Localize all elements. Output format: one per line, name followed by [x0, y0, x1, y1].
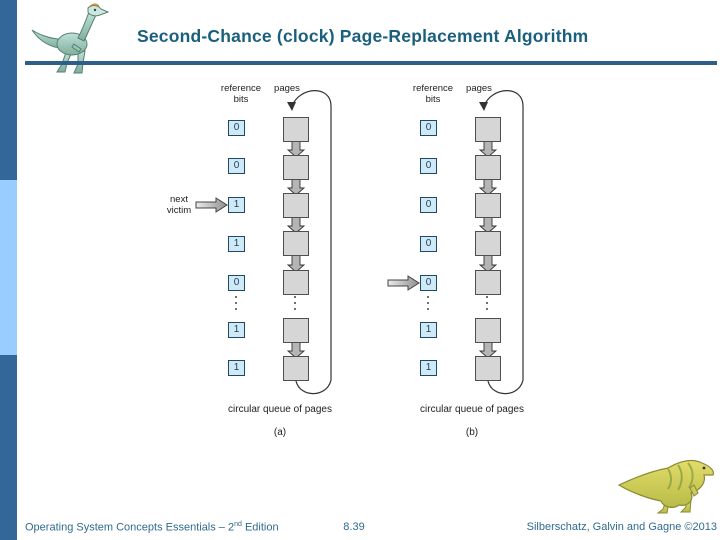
- reference-bit-box-b-7: 1: [420, 360, 437, 376]
- reference-bit-box-b-1: 0: [420, 120, 437, 136]
- page-frame-box-a-3: [283, 193, 309, 218]
- reference-bit-box-a-7: 1: [228, 360, 245, 376]
- diagram-sublabel: (b): [465, 427, 479, 438]
- page-frame-box-a-5: [283, 270, 309, 295]
- page-frame-box-a-4: [283, 231, 309, 256]
- page-frame-box-b-5: [475, 270, 501, 295]
- reference-bit-box-a-2: 0: [228, 158, 245, 174]
- circular-queue-caption: circular queue of pages: [228, 404, 332, 415]
- diagram-sublabel: (a): [273, 427, 287, 438]
- ellipsis-dots: [235, 296, 237, 310]
- footer-edition-tail: Edition: [241, 521, 279, 534]
- reference-bit-box-a-5: 0: [228, 275, 245, 291]
- dinosaur-logo-bottom-icon: [617, 455, 720, 515]
- reference-bit-box-b-3: 0: [420, 197, 437, 213]
- ellipsis-dots: [486, 296, 488, 310]
- circular-queue-arrows: [286, 90, 332, 395]
- page-frame-box-a-6: [283, 318, 309, 343]
- title-underline: [25, 61, 717, 65]
- reference-bit-box-b-6: 1: [420, 322, 437, 338]
- page-frame-box-b-7: [475, 356, 501, 381]
- ellipsis-dots: [294, 296, 296, 310]
- reference-bit-box-b-2: 0: [420, 158, 437, 174]
- accent-bar-middle: [0, 180, 17, 355]
- accent-bar-bottom: [0, 355, 17, 540]
- page-number: 8.39: [343, 521, 365, 533]
- pages-label: pages: [274, 83, 300, 94]
- page-frame-box-a-7: [283, 356, 309, 381]
- page-frame-box-b-3: [475, 193, 501, 218]
- next-victim-arrow-icon: [387, 275, 420, 291]
- reference-bit-box-a-4: 1: [228, 236, 245, 252]
- reference-bits-label: reference bits: [220, 83, 262, 105]
- page-frame-box-b-1: [475, 117, 501, 142]
- page-frame-box-b-2: [475, 155, 501, 180]
- reference-bit-box-a-6: 1: [228, 322, 245, 338]
- accent-bar-top: [0, 0, 17, 180]
- reference-bits-label: reference bits: [412, 83, 454, 105]
- page-frame-box-a-1: [283, 117, 309, 142]
- next-victim-arrow-icon: [195, 197, 228, 213]
- footer-authors: Silberschatz, Galvin and Gagne ©2013: [526, 521, 717, 533]
- reference-bit-box-a-1: 0: [228, 120, 245, 136]
- pages-label: pages: [466, 83, 492, 94]
- footer-edition-sup: nd: [234, 521, 242, 528]
- ellipsis-dots: [427, 296, 429, 310]
- footer-book-text: Operating System Concepts Essentials – 2: [25, 521, 235, 534]
- reference-bit-box-b-5: 0: [420, 275, 437, 291]
- circular-queue-caption: circular queue of pages: [420, 404, 524, 415]
- slide-title: Second-Chance (clock) Page-Replacement A…: [137, 26, 589, 46]
- clock-diagram-b: reference bits pages 0 0 0 0 0 1 1 circular queue…: [357, 83, 547, 449]
- page-frame-box-b-6: [475, 318, 501, 343]
- circular-queue-arrows: [478, 90, 524, 395]
- clock-diagram-a: reference bits pages 0 0 1 1 0 1 1 next victim cir…: [165, 83, 355, 449]
- page-frame-box-a-2: [283, 155, 309, 180]
- next-victim-label: next victim: [166, 194, 192, 216]
- reference-bit-box-a-3: 1: [228, 197, 245, 213]
- footer-book-title: Operating System Concepts Essentials – 2…: [25, 521, 279, 534]
- reference-bit-box-b-4: 0: [420, 236, 437, 252]
- page-frame-box-b-4: [475, 231, 501, 256]
